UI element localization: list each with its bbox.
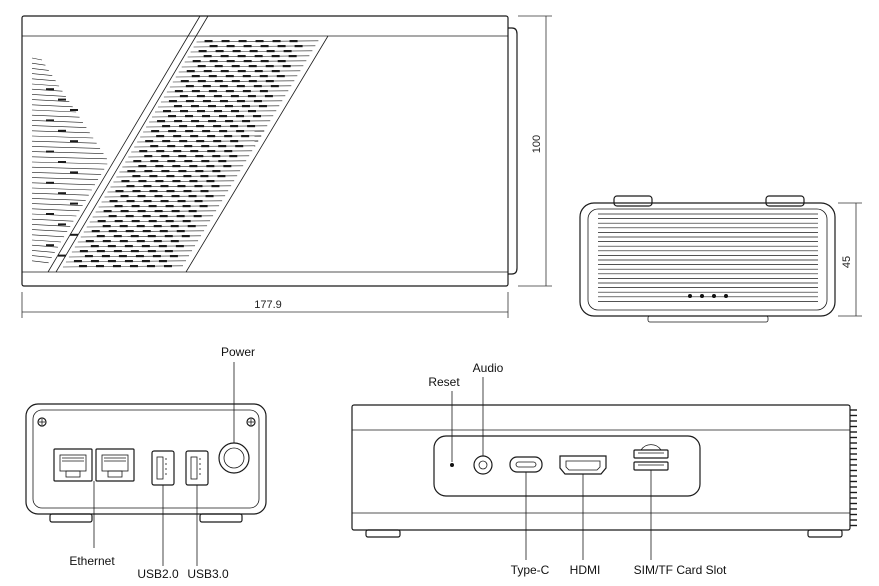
- rear-foot-left: [49, 513, 93, 523]
- rear-foot-right: [199, 513, 243, 523]
- ethernet-label: Ethernet: [69, 554, 115, 568]
- vent-right-edge: [185, 35, 329, 273]
- screw-icon: [37, 417, 47, 427]
- diagonal-seam: [55, 15, 209, 273]
- dimension-length: 177.9: [21, 292, 509, 318]
- led-1: [688, 294, 692, 298]
- side-leds: [688, 294, 728, 298]
- left-vent-grille: [31, 57, 108, 264]
- rear-view: Power Ethernet USB2.0 USB3.0: [25, 345, 267, 581]
- top-view-side-cap: [508, 27, 518, 275]
- hdmi-port-icon: [559, 455, 607, 475]
- power-label: Power: [221, 345, 255, 359]
- typec-label: Type-C: [511, 563, 550, 577]
- usb3-port-icon: [185, 450, 209, 486]
- side-base: [647, 315, 769, 323]
- audio-jack-icon: [473, 455, 493, 475]
- dim-width-text: 100: [531, 135, 543, 153]
- side-foot-right: [765, 195, 805, 207]
- side-vent-grille: [598, 213, 818, 302]
- sim-tf-label: SIM/TF Card Slot: [634, 563, 727, 577]
- front-view-body: [351, 404, 851, 531]
- power-button-icon: [218, 442, 250, 474]
- dimension-width: 100: [518, 15, 552, 287]
- usb20-label: USB2.0: [137, 567, 179, 581]
- front-foot-left: [365, 529, 401, 538]
- front-foot-right: [807, 529, 843, 538]
- side-foot-left: [613, 195, 653, 207]
- side-view: [579, 195, 836, 323]
- reset-button-icon: [450, 463, 454, 467]
- heatsink-fins: [850, 409, 857, 527]
- dim-length-text: 177.9: [254, 299, 282, 311]
- led-4: [724, 294, 728, 298]
- dim-height-text: 45: [841, 256, 853, 268]
- audio-label: Audio: [473, 361, 504, 375]
- typec-port-icon: [509, 456, 543, 473]
- diagonal-vent-grille: [62, 40, 319, 268]
- diagonal-seam-2: [47, 15, 201, 273]
- sim-tf-slot-icon: [633, 444, 669, 471]
- rear-view-inner: [32, 409, 260, 509]
- top-view: [21, 15, 518, 287]
- ethernet-port-icon: [53, 448, 93, 482]
- reset-label: Reset: [428, 375, 460, 389]
- hdmi-label: HDMI: [570, 563, 601, 577]
- side-view-inner: [587, 208, 828, 311]
- io-panel: [433, 435, 701, 497]
- top-view-body: [21, 15, 509, 287]
- led-3: [712, 294, 716, 298]
- dimension-height: 45: [838, 202, 862, 317]
- side-view-body: [579, 202, 836, 317]
- usb30-label: USB3.0: [187, 567, 229, 581]
- led-2: [700, 294, 704, 298]
- front-view: Reset Audio Type-C HDMI SIM/TF Card Slot: [351, 361, 857, 577]
- usb2-port-icon: [151, 450, 175, 486]
- rear-view-body: [25, 403, 267, 515]
- ethernet-port-icon: [95, 448, 135, 482]
- screw-icon: [246, 417, 256, 427]
